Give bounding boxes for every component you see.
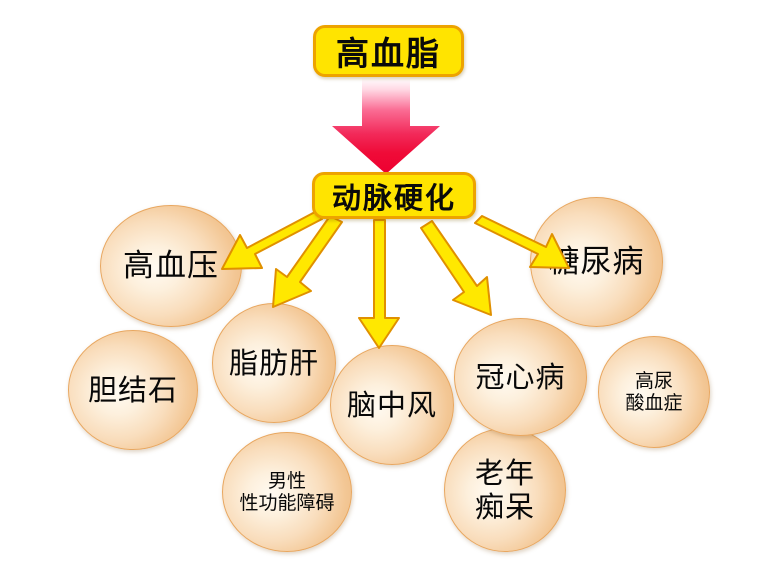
node-male-sexual-dysfunction-label-line-1: 男性 <box>267 469 306 492</box>
node-diabetes[interactable]: 糖尿病 <box>530 197 663 327</box>
node-senile-dementia-label-line-2: 痴呆 <box>474 490 535 524</box>
node-coronary-heart-disease[interactable]: 冠心病 <box>454 318 587 436</box>
node-senile-dementia[interactable]: 老年 痴呆 <box>444 428 566 552</box>
arrow-to-fattyliver <box>272 215 343 308</box>
node-atherosclerosis[interactable]: 动脉硬化 <box>312 172 476 219</box>
node-hypertension[interactable]: 高血压 <box>100 205 242 327</box>
node-diabetes-label-line-1: 糖尿病 <box>548 243 645 280</box>
node-gallstone[interactable]: 胆结石 <box>68 330 198 450</box>
node-coronary-heart-disease-label-line-1: 冠心病 <box>475 359 566 394</box>
arrow-to-chd <box>420 220 492 316</box>
node-stroke[interactable]: 脑中风 <box>330 345 454 465</box>
node-fatty-liver[interactable]: 脂肪肝 <box>212 303 336 423</box>
node-gallstone-label-line-1: 胆结石 <box>87 372 178 407</box>
node-hyperlipidemia[interactable]: 高血脂 <box>313 25 464 77</box>
node-hyperuricemia[interactable]: 高尿 酸血症 <box>598 336 710 448</box>
red-down-arrow-icon <box>332 78 440 174</box>
node-hypertension-label-line-1: 高血压 <box>123 247 219 284</box>
node-atherosclerosis-label: 动脉硬化 <box>331 180 456 215</box>
node-senile-dementia-label-line-1: 老年 <box>474 455 535 490</box>
node-male-sexual-dysfunction[interactable]: 男性 性功能障碍 <box>222 432 352 552</box>
arrow-to-stroke <box>358 219 400 349</box>
node-hyperuricemia-label-line-2: 酸血症 <box>625 392 683 414</box>
node-male-sexual-dysfunction-label-line-2: 性功能障碍 <box>239 492 335 514</box>
node-hyperuricemia-label-line-1: 高尿 <box>634 369 673 392</box>
node-fatty-liver-label-line-1: 脂肪肝 <box>228 345 319 380</box>
node-hyperlipidemia-label: 高血脂 <box>336 34 441 73</box>
node-stroke-label-line-1: 脑中风 <box>346 387 437 422</box>
